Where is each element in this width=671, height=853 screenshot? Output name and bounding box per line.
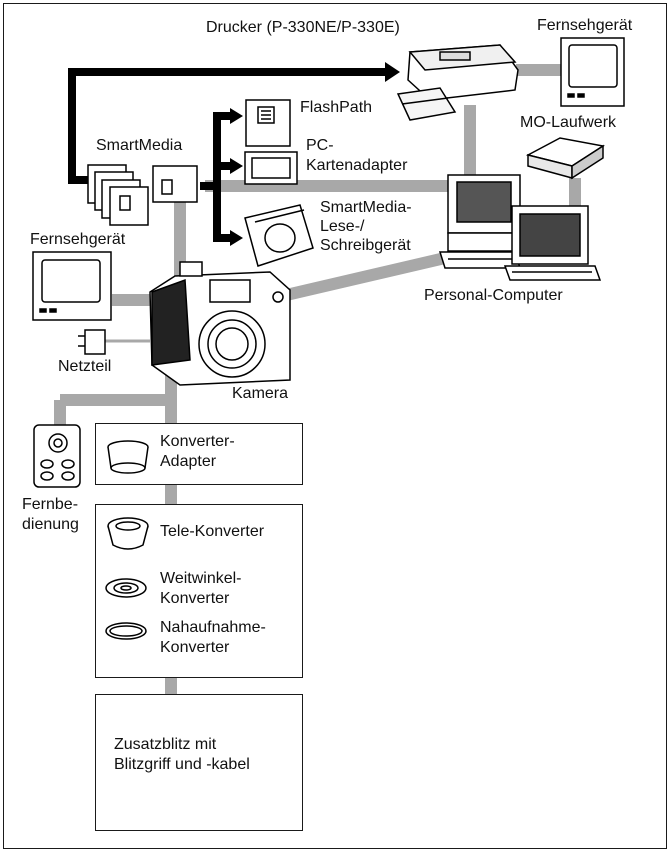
camera-label: Kamera <box>232 385 289 402</box>
adapter-label-line1: Konverter- <box>160 433 235 450</box>
flash-label-line2: Blitzgriff und -kabel <box>114 756 250 773</box>
remote-label-line2: dienung <box>22 516 79 533</box>
tv-top-icon <box>560 37 625 107</box>
pc-adapter-label-line2: Kartenadapter <box>306 157 408 174</box>
ac-adapter-icon <box>78 329 106 355</box>
reader-label-line3: Schreibgerät <box>320 237 411 254</box>
closeup-converter-label-line2: Konverter <box>160 639 230 656</box>
arrow-heads <box>230 62 400 246</box>
computer-icon <box>438 174 602 281</box>
smartmedia-reader-icon <box>244 204 314 267</box>
smartmedia-cards-icon <box>87 164 198 226</box>
flashpath-icon <box>245 99 291 147</box>
closeup-converter-label-line1: Nahaufnahme- <box>160 619 266 636</box>
smartmedia-label: SmartMedia <box>96 137 183 154</box>
printer-label: Drucker (P-330NE/P-330E) <box>206 19 400 36</box>
tv-left-icon <box>32 251 112 321</box>
remote-control-icon <box>33 424 81 488</box>
mo-drive-label: MO-Laufwerk <box>520 114 617 131</box>
external-flash-box <box>95 694 303 831</box>
printer-icon <box>396 44 519 121</box>
wide-converter-label-line2: Konverter <box>160 590 230 607</box>
pc-label: Personal-Computer <box>424 287 563 304</box>
tv-top-label: Fernsehgerät <box>537 17 633 34</box>
reader-label-line1: SmartMedia- <box>320 199 412 216</box>
pc-adapter-label-line1: PC- <box>306 137 334 154</box>
camera-icon <box>149 261 291 386</box>
remote-label-line1: Fernbe- <box>22 496 79 513</box>
adapter-label-line2: Adapter <box>160 453 217 470</box>
flashpath-label: FlashPath <box>300 99 373 116</box>
tv-left-label: Fernsehgerät <box>30 231 126 248</box>
tele-converter-label: Tele-Konverter <box>160 523 265 540</box>
arrow-lines <box>68 68 385 242</box>
reader-label-line2: Lese-/ <box>320 218 365 235</box>
pc-card-adapter-icon <box>244 151 298 185</box>
wide-converter-label-line1: Weitwinkel- <box>160 570 242 587</box>
mo-drive-icon <box>525 137 605 180</box>
flash-label-line1: Zusatzblitz mit <box>114 736 217 753</box>
netzteil-label: Netzteil <box>58 358 112 375</box>
